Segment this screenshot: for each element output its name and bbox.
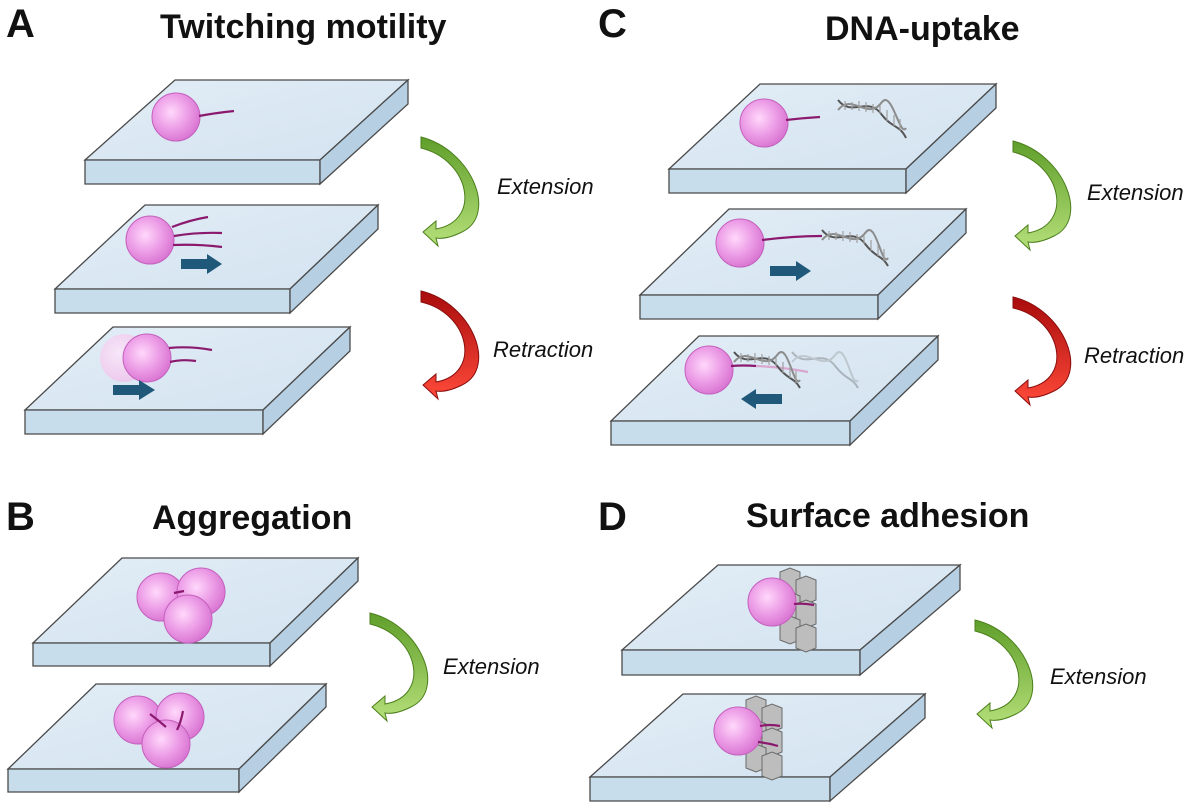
pilus — [759, 723, 781, 728]
panel-a: A Twitching motility — [6, 2, 594, 436]
pilus — [730, 364, 757, 368]
dna-helix — [821, 229, 889, 267]
extension-arrow — [420, 136, 480, 248]
panel-d: D Surface adhesion — [588, 495, 1147, 803]
panel-c: C DNA-uptake — [598, 2, 1184, 447]
retracted-pilus — [755, 364, 809, 374]
pilus — [793, 602, 815, 607]
extension-label: Extension — [497, 174, 594, 199]
panel-a-letter: A — [6, 2, 35, 46]
retraction-label: Retraction — [1084, 343, 1184, 368]
plate — [83, 78, 410, 186]
bacterial-cell — [141, 719, 191, 769]
bacterial-cell — [125, 215, 175, 265]
extension-label: Extension — [443, 654, 540, 679]
dna-helix — [733, 351, 801, 389]
pilus — [173, 589, 185, 595]
extension-arrow — [974, 619, 1034, 730]
pilus — [168, 346, 213, 352]
pilus — [172, 243, 223, 249]
panel-d-title: Surface adhesion — [746, 497, 1029, 535]
pilus — [173, 231, 223, 238]
bacterial-cell — [713, 706, 763, 756]
panel-b: B Aggregation Extension — [6, 495, 540, 794]
bacterial-cell — [122, 333, 172, 383]
bacterial-cell — [715, 218, 765, 268]
plate — [667, 82, 998, 195]
bacterial-cell — [684, 345, 734, 395]
bacterial-cell — [747, 577, 797, 627]
plate — [23, 325, 352, 436]
movement-arrow-left — [741, 389, 782, 409]
extension-label: Extension — [1087, 180, 1184, 205]
plate — [609, 334, 940, 447]
panel-b-letter: B — [6, 495, 35, 539]
dna-helix-ghost — [791, 351, 859, 389]
panel-a-title: Twitching motility — [160, 8, 447, 46]
bacterial-cell — [151, 92, 201, 142]
extension-label: Extension — [1050, 664, 1147, 689]
panel-d-letter: D — [598, 495, 627, 539]
pilus — [785, 115, 821, 122]
panel-b-title: Aggregation — [152, 499, 352, 537]
retraction-arrow — [420, 290, 480, 401]
movement-arrow-right — [770, 261, 811, 281]
dna-helix — [837, 99, 907, 139]
plate — [53, 203, 380, 315]
pilus — [171, 215, 209, 229]
pilus — [761, 234, 823, 242]
extension-arrow — [1012, 140, 1072, 252]
bacterial-cell — [739, 98, 789, 148]
retraction-arrow — [1012, 296, 1072, 407]
movement-arrow-right — [181, 254, 222, 274]
extension-arrow — [369, 612, 429, 723]
pilus — [176, 710, 185, 731]
pilus — [198, 109, 235, 118]
pilus — [757, 740, 779, 748]
panel-c-letter: C — [598, 2, 627, 46]
bacterial-cell — [163, 594, 213, 644]
pilus — [169, 359, 197, 364]
plate — [638, 207, 968, 321]
pilus — [149, 713, 167, 728]
retraction-label: Retraction — [493, 337, 593, 362]
panel-c-title: DNA-uptake — [825, 10, 1020, 48]
movement-arrow-right — [113, 380, 155, 400]
